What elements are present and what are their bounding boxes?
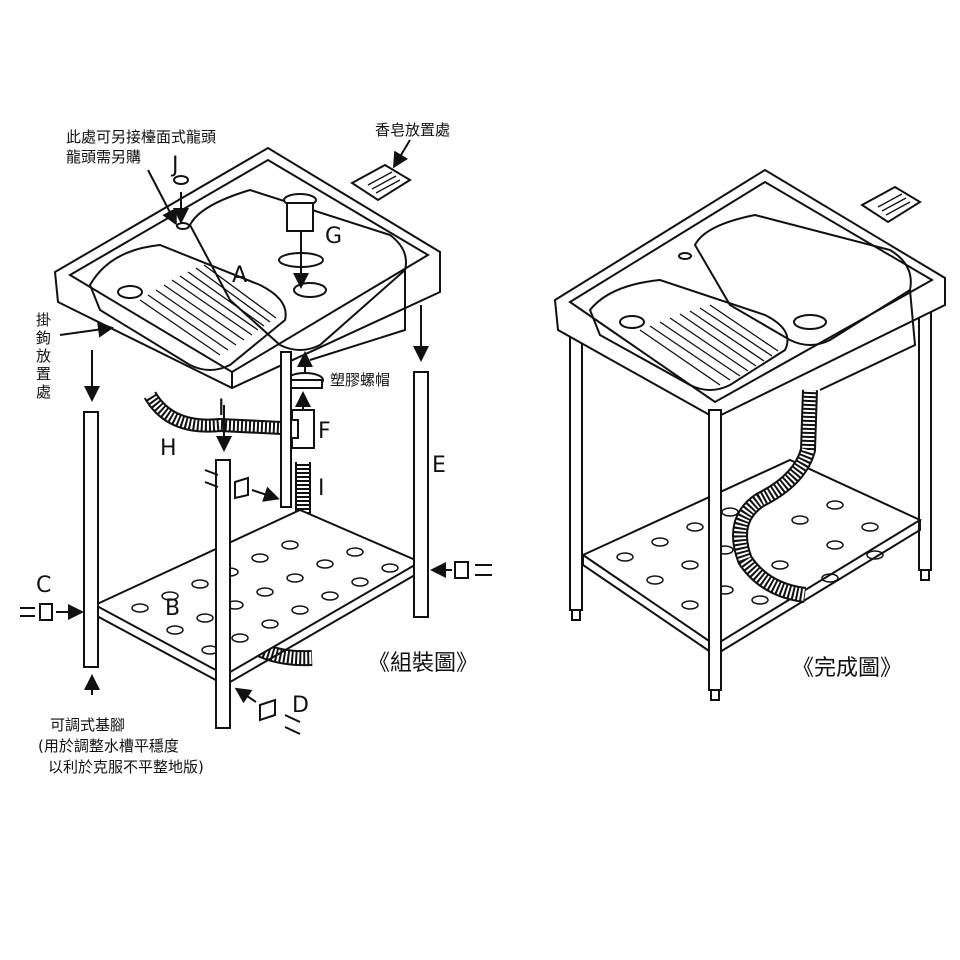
finished-caption: 《完成圖》 bbox=[792, 656, 902, 681]
label-G: G bbox=[325, 224, 342, 249]
note-nut: 塑膠螺帽 bbox=[330, 371, 390, 389]
brackets-screws bbox=[20, 469, 492, 735]
label-D: D bbox=[292, 693, 309, 718]
note-hook-4: 置 bbox=[36, 365, 51, 383]
label-A: A bbox=[232, 263, 247, 288]
label-B: B bbox=[165, 596, 180, 621]
sink-basin-exploded bbox=[53, 146, 441, 390]
overflow-hose-H bbox=[143, 391, 283, 435]
assembly-caption: 《組裝圖》 bbox=[368, 651, 478, 676]
note-faucet-line1: 此處可另接檯面式龍頭 bbox=[66, 128, 216, 146]
label-I-lower: I bbox=[318, 476, 325, 501]
finished-sink bbox=[553, 168, 946, 701]
note-hook-3: 放 bbox=[36, 347, 51, 365]
label-C: C bbox=[36, 573, 51, 598]
drain-strainer-G bbox=[278, 193, 324, 289]
note-hook-1: 掛 bbox=[36, 311, 51, 329]
label-E: E bbox=[432, 453, 446, 478]
note-foot-line1: 可調式基腳 bbox=[50, 716, 125, 734]
note-hook-2: 鉤 bbox=[36, 329, 51, 347]
note-foot-line3: 以利於克服不平整地版) bbox=[48, 758, 204, 776]
soap-dish-exploded bbox=[350, 163, 412, 202]
label-H: H bbox=[160, 436, 177, 461]
label-J: J bbox=[170, 153, 179, 178]
note-soap: 香皂放置處 bbox=[375, 121, 450, 139]
note-faucet-line2: 龍頭需另購 bbox=[66, 148, 141, 166]
label-I-upper: I bbox=[218, 396, 225, 421]
plastic-nut bbox=[286, 351, 324, 389]
legs-exploded bbox=[83, 351, 429, 729]
washboard-ridges bbox=[139, 264, 277, 356]
arrows bbox=[56, 139, 452, 704]
note-foot-line2: (用於調整水槽平穩度 bbox=[38, 737, 179, 755]
faucet-hole-cap bbox=[173, 175, 189, 185]
label-F: F bbox=[318, 419, 331, 444]
note-hook-5: 處 bbox=[36, 383, 51, 401]
